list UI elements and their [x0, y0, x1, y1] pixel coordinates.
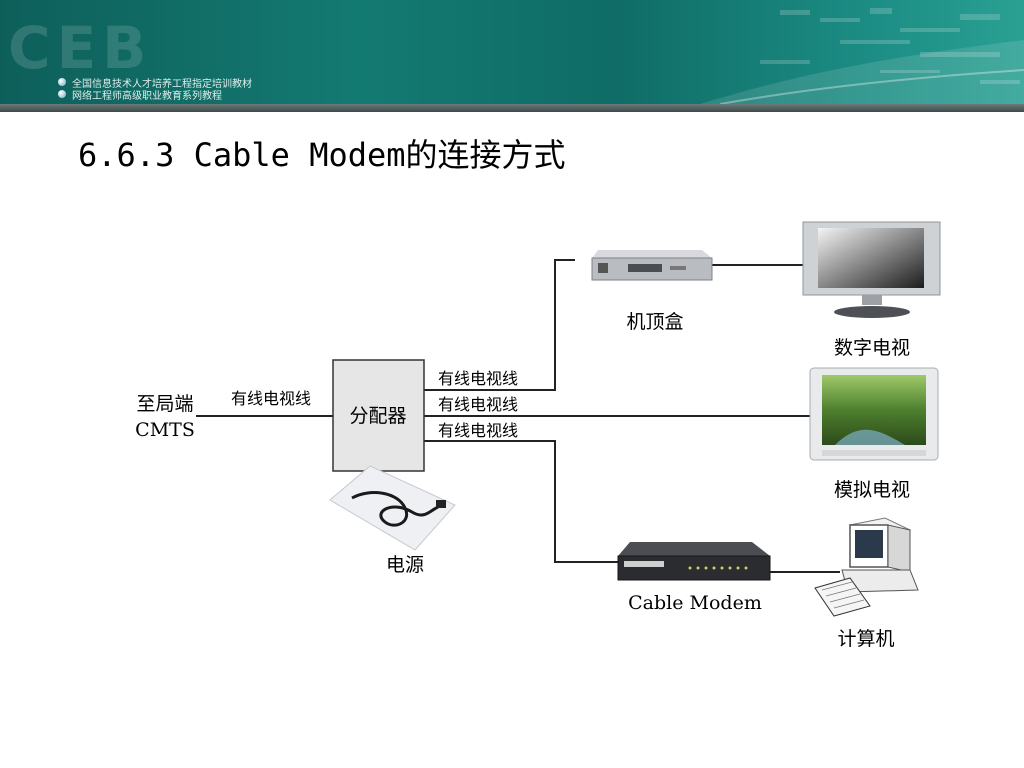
org-line-1: 全国信息技术人才培养工程指定培训教材 — [72, 79, 252, 90]
org-line-2: 网络工程师高级职业教育系列教程 — [72, 91, 222, 102]
banner-divider — [0, 104, 1024, 112]
set-top-box-icon — [591, 250, 713, 281]
slide-title: 6.6.3 Cable Modem的连接方式 — [78, 136, 566, 174]
banner-decoration — [700, 8, 1024, 104]
cable-modem-icon — [617, 542, 771, 581]
out-cable-label-1: 有线电视线 — [438, 369, 518, 388]
splitter-box — [332, 359, 425, 472]
out-cable-label-3: 有线电视线 — [438, 421, 518, 440]
source-label-cn: 至局端 — [136, 393, 193, 415]
input-cable-label: 有线电视线 — [231, 389, 311, 408]
splitter-label: 分配器 — [349, 405, 406, 427]
cable-to-modem — [424, 440, 620, 563]
cable-lines — [196, 259, 840, 573]
computer-label: 计算机 — [837, 628, 894, 650]
bullet-icon — [58, 90, 66, 98]
bullet-icon — [58, 78, 66, 86]
cable-modem-label: Cable Modem — [628, 592, 762, 614]
header-banner: CEB 全国信息技术人才培养工程指定培训教材 网络工程师高级职业教育系列教程 — [0, 0, 1024, 104]
out-cable-label-2: 有线电视线 — [438, 395, 518, 414]
power-label: 电源 — [386, 554, 424, 576]
computer-icon — [814, 517, 919, 617]
watermark-logo: CEB — [8, 14, 153, 82]
power-cord-icon — [329, 465, 456, 551]
digital-tv-icon — [802, 221, 941, 318]
analog-tv-icon — [809, 367, 939, 461]
source-label-cmts: CMTS — [135, 419, 195, 441]
digital-tv-label: 数字电视 — [834, 337, 910, 359]
cable-to-stb — [424, 259, 575, 391]
stb-label: 机顶盒 — [626, 311, 683, 333]
analog-tv-label: 模拟电视 — [834, 479, 910, 501]
